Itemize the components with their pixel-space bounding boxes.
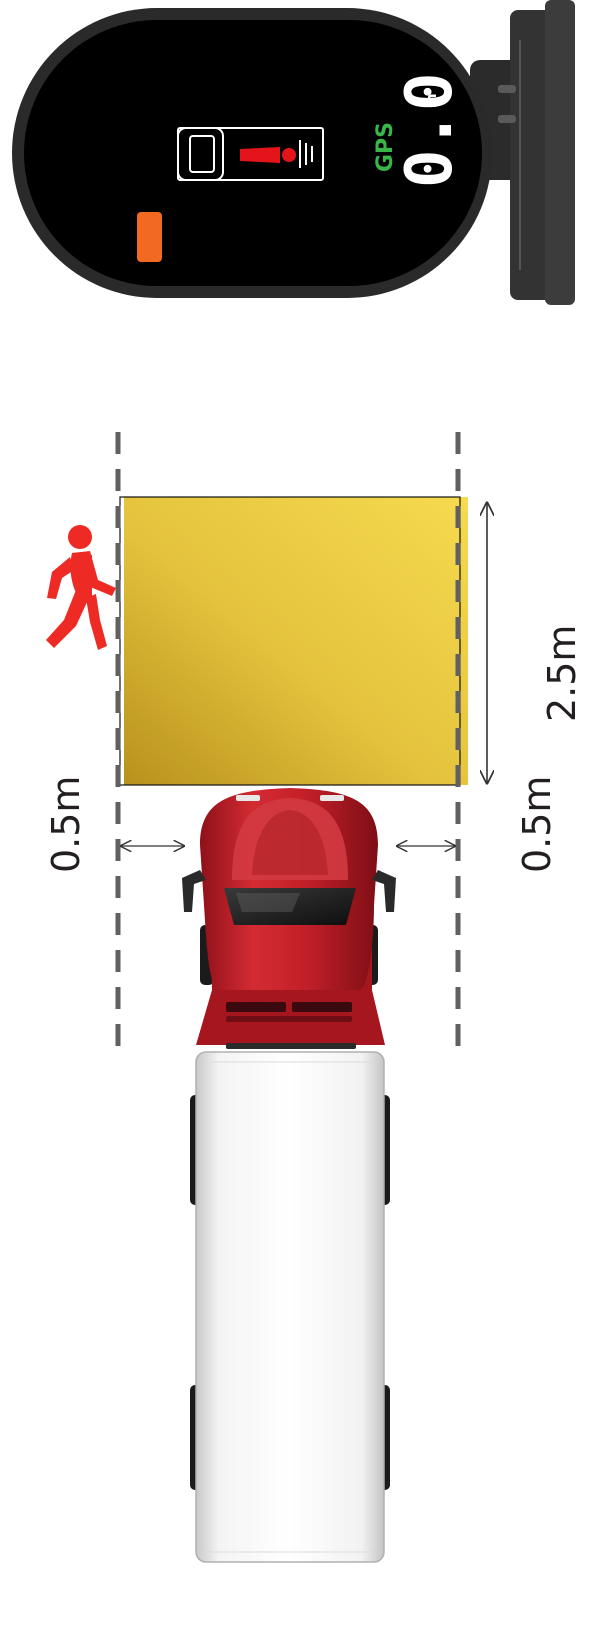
warning-device: GPS 0.0 m [12, 0, 575, 305]
pedestrian-icon [46, 525, 116, 650]
zone-outline [119, 496, 461, 786]
status-led-icon [137, 212, 162, 262]
distance-readout: 0.0 [393, 72, 467, 188]
truck [182, 788, 396, 1563]
gps-label: GPS [373, 122, 398, 172]
trailer [190, 1051, 390, 1563]
truck-icon [177, 127, 324, 181]
right-clearance-label: 0.5m [515, 776, 559, 873]
distance-unit: m [424, 93, 440, 108]
zone-width-label: 2.5m [540, 625, 584, 722]
cab [182, 788, 396, 1049]
alert-exclamation-icon [240, 147, 296, 163]
blind-spot-zone [124, 497, 468, 785]
left-clearance-label: 0.5m [44, 776, 88, 873]
